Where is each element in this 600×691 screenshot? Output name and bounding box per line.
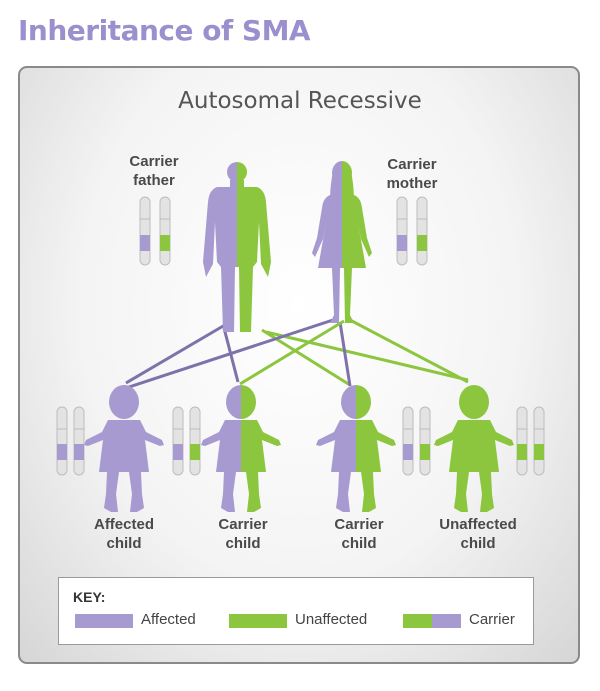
key-title: KEY: — [73, 589, 106, 605]
mother-chromosomes — [396, 196, 428, 266]
affected-swatch — [75, 614, 133, 628]
affected-child-silhouette — [84, 385, 164, 512]
unaffected-child-silhouette — [434, 385, 514, 512]
diagram-panel — [18, 66, 580, 664]
carrier-swatch-green — [403, 614, 432, 628]
affected-child-chromosomes — [56, 406, 85, 476]
father-silhouette — [203, 162, 271, 332]
child-3-label: Carrier child — [309, 515, 409, 553]
child-2-label-line1: Carrier — [218, 516, 268, 533]
child-1-label-line1: Affected — [93, 516, 154, 533]
affected-key-label: Affected — [141, 611, 196, 628]
mother-label-line1: Carrier — [387, 156, 437, 173]
child-2-label-line2: child — [225, 535, 261, 552]
child-4-label-line1: Unaffected — [439, 516, 517, 533]
child-4-label: Unaffected child — [423, 515, 533, 553]
unaffected-key-label: Unaffected — [295, 611, 368, 628]
mother-label: Carrier mother — [376, 155, 448, 193]
inheritance-lines — [125, 317, 469, 390]
father-label: Carrier father — [118, 152, 190, 190]
unaffected-swatch — [229, 614, 287, 628]
carrier-child-2-silhouette — [316, 385, 396, 512]
child-3-label-line1: Carrier — [334, 516, 384, 533]
child-1-label-line2: child — [106, 535, 142, 552]
child-2-label: Carrier child — [193, 515, 293, 553]
mother-label-line2: mother — [386, 175, 438, 192]
child-1-label: Affected child — [74, 515, 174, 553]
carrier-key-label: Carrier — [469, 611, 515, 628]
legend-key: KEY: Affected Unaffected Carrier — [58, 577, 534, 645]
carrier-child-1-silhouette — [201, 385, 281, 512]
child-3-label-line2: child — [341, 535, 377, 552]
mother-silhouette — [312, 161, 372, 323]
father-chromosomes — [139, 196, 171, 266]
carrier-child-2-chromosomes — [402, 406, 431, 476]
father-label-line2: father — [133, 172, 175, 189]
carrier-child-1-chromosomes — [172, 406, 201, 476]
unaffected-child-chromosomes — [516, 406, 545, 476]
diagram-subtitle: Autosomal Recessive — [178, 88, 422, 114]
child-4-label-line2: child — [460, 535, 496, 552]
father-label-line1: Carrier — [129, 153, 179, 170]
carrier-swatch-purple — [432, 614, 461, 628]
page-title: Inheritance of SMA — [18, 14, 311, 47]
